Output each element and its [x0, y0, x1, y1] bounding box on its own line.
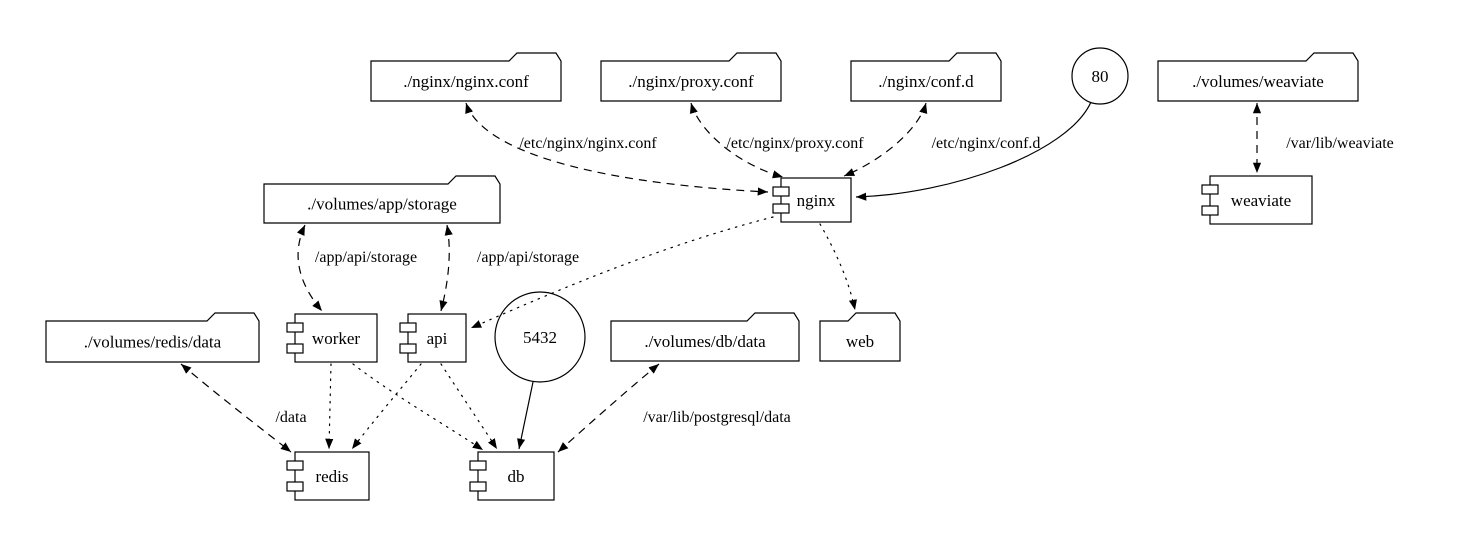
- edge-label-storage-worker: /app/api/storage: [315, 249, 417, 266]
- node-label-volumes-app-storage: ./volumes/app/storage: [307, 195, 457, 214]
- edge-label-confd-nginx: /etc/nginx/conf.d: [932, 135, 1041, 152]
- node-api: api: [399, 313, 467, 363]
- node-label-port-80: 80: [1092, 67, 1109, 86]
- node-label-volumes-weaviate: ./volumes/weaviate: [1192, 72, 1324, 91]
- edge-label-nginxconf-nginx: /etc/nginx/nginx.conf: [519, 135, 657, 152]
- edge-line-solid: [855, 101, 1092, 201]
- node-label-redis: redis: [315, 467, 348, 486]
- node-label-web: web: [846, 332, 874, 351]
- edge-line-dashed: [296, 224, 323, 312]
- edge-nginxconf-nginx: /etc/nginx/nginx.conf: [465, 102, 769, 196]
- node-label-nginx-conf-file: ./nginx/nginx.conf: [403, 72, 529, 91]
- edge-line-dashed: [843, 102, 928, 177]
- component-tab-icon: [1201, 205, 1219, 216]
- folder-shape: [600, 52, 782, 102]
- edge-label-redisvol-redis: /data: [275, 409, 306, 426]
- edge-line-dotted: [819, 223, 857, 311]
- component-tab-icon: [772, 186, 790, 197]
- component-tab-icon: [469, 460, 487, 471]
- component-tab-icon: [399, 343, 417, 354]
- edge-label-weaviatevol-weaviate: /var/lib/weaviate: [1286, 135, 1394, 152]
- component-body: [407, 313, 467, 363]
- node-proxy-conf-file: ./nginx/proxy.conf: [600, 52, 782, 102]
- folder-shape: [45, 312, 260, 363]
- node-redis: redis: [286, 451, 370, 501]
- edge-line-dotted: [351, 363, 422, 450]
- node-label-nginx: nginx: [797, 191, 836, 210]
- port-circle-shape: [494, 291, 586, 383]
- component-tab-icon: [286, 343, 304, 354]
- edge-worker-redis: [325, 363, 334, 450]
- node-volumes-weaviate: ./volumes/weaviate: [1157, 52, 1359, 102]
- component-tab-icon: [772, 203, 790, 214]
- folder-shape: [610, 312, 800, 362]
- node-label-volumes-redis-data: ./volumes/redis/data: [84, 333, 222, 352]
- edge-line-dashed: [557, 363, 660, 453]
- edge-line-solid: [517, 381, 534, 450]
- node-label-db: db: [508, 467, 525, 486]
- node-conf-d-dir: ./nginx/conf.d: [850, 52, 1002, 102]
- edge-dbvol-db: /var/lib/postgresql/data: [557, 363, 791, 453]
- edge-line-dashed: [689, 102, 784, 179]
- component-body: [1209, 175, 1313, 225]
- edge-nginx-web: [819, 223, 857, 311]
- edge-line-dotted: [470, 216, 774, 329]
- node-volumes-db-data: ./volumes/db/data: [610, 312, 800, 362]
- edge-line-dotted: [440, 363, 498, 450]
- node-volumes-redis-data: ./volumes/redis/data: [45, 312, 260, 363]
- edge-line-dotted: [352, 363, 484, 451]
- node-web: web: [819, 312, 901, 362]
- node-label-proxy-conf-file: ./nginx/proxy.conf: [628, 72, 754, 91]
- edge-port5432-db: [517, 381, 534, 450]
- folder-shape: [850, 52, 1002, 102]
- component-body: [294, 313, 378, 363]
- edge-line-dashed: [439, 224, 453, 312]
- edge-proxyconf-nginx: /etc/nginx/proxy.conf: [689, 102, 864, 179]
- component-tab-icon: [286, 322, 304, 333]
- edge-label-proxyconf-nginx: /etc/nginx/proxy.conf: [726, 135, 864, 152]
- edge-confd-nginx: /etc/nginx/conf.d: [843, 102, 1041, 177]
- component-tab-icon: [1201, 184, 1219, 195]
- component-tab-icon: [286, 481, 304, 492]
- edge-label-dbvol-db: /var/lib/postgresql/data: [643, 409, 791, 426]
- edge-storage-api: /app/api/storage: [439, 224, 579, 312]
- edge-worker-db: [352, 363, 484, 451]
- component-tab-icon: [286, 460, 304, 471]
- node-label-volumes-db-data: ./volumes/db/data: [644, 332, 766, 351]
- component-body: [294, 451, 370, 501]
- edge-api-db: [440, 363, 498, 450]
- edge-line-dashed: [180, 363, 292, 453]
- node-weaviate: weaviate: [1201, 175, 1313, 225]
- edge-port80-nginx: [855, 101, 1092, 201]
- edge-line-dotted: [325, 363, 334, 450]
- edge-storage-worker: /app/api/storage: [296, 224, 417, 312]
- edge-nginx-api: [470, 216, 774, 329]
- edge-line-dashed: [465, 102, 769, 196]
- component-body: [477, 451, 555, 501]
- node-port-5432: 5432: [494, 291, 586, 383]
- node-worker: worker: [286, 313, 378, 363]
- folder-shape: [1157, 52, 1359, 102]
- component-body: [780, 177, 852, 223]
- edge-api-redis: [351, 363, 422, 450]
- node-label-weaviate: weaviate: [1231, 191, 1291, 210]
- component-tab-icon: [469, 481, 487, 492]
- edge-label-storage-api: /app/api/storage: [477, 249, 579, 266]
- node-nginx-conf-file: ./nginx/nginx.conf: [370, 52, 562, 102]
- node-port-80: 80: [1071, 47, 1129, 105]
- node-label-port-5432: 5432: [523, 328, 557, 347]
- node-db: db: [469, 451, 555, 501]
- port-circle-shape: [1071, 47, 1129, 105]
- folder-shape: [370, 52, 562, 102]
- node-volumes-app-storage: ./volumes/app/storage: [263, 175, 501, 224]
- node-label-conf-d-dir: ./nginx/conf.d: [878, 72, 974, 91]
- node-label-api: api: [427, 329, 448, 348]
- folder-shape: [819, 312, 901, 362]
- edge-redisvol-redis: /data: [180, 363, 307, 453]
- component-tab-icon: [399, 322, 417, 333]
- node-label-worker: worker: [312, 329, 360, 348]
- node-nginx: nginx: [772, 177, 852, 223]
- edge-weaviatevol-weaviate: /var/lib/weaviate: [1252, 103, 1394, 173]
